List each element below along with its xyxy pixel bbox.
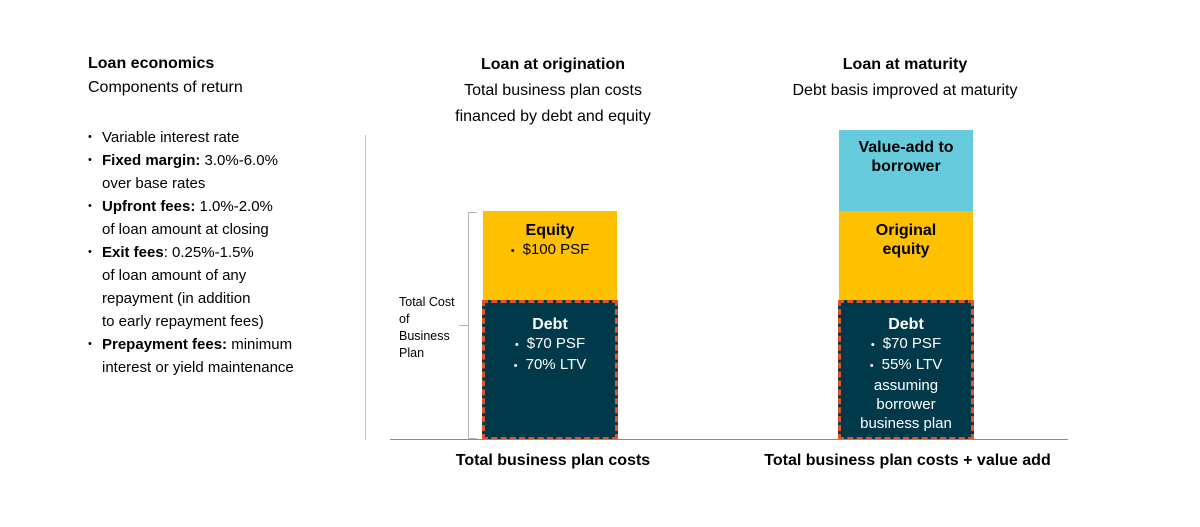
total-cost-bracket (468, 212, 477, 439)
components-of-return-list: Variable interest rateFixed margin: 3.0%… (88, 126, 358, 379)
origination-subtitle-1: Total business plan costs (464, 82, 642, 99)
return-component-continuation: interest or yield maintenance (102, 359, 294, 376)
return-component-continuation: of loan amount of any (102, 267, 247, 284)
return-component-continuation: to early repayment fees) (102, 313, 264, 330)
origination-equity-title: Equity (525, 222, 575, 239)
loan-economics-title: Loan economics (88, 55, 215, 72)
return-component-label: Fixed margin: (102, 152, 201, 169)
origination-debt-title: Debt (532, 316, 568, 333)
origination-debt-item: •$70 PSF (514, 335, 586, 352)
origination-equity-item: •$100 PSF (510, 241, 590, 258)
origination-axis-label: Total business plan costs (455, 452, 651, 469)
return-component-continuation: repayment (in addition (102, 290, 251, 307)
return-component-item: Upfront fees: 1.0%-2.0% of loan amount at… (88, 195, 358, 241)
origination-debt-items: •$70 PSF •70% LTV (485, 334, 615, 376)
maturity-debt-note-3: business plan (860, 415, 952, 432)
maturity-debt-note-2: borrower (876, 396, 936, 413)
origination-header: Loan at origination Total business plan … (428, 52, 678, 130)
return-component-text: : 0.25%-1.5% (163, 244, 254, 261)
original-equity-title-2: equity (882, 241, 930, 258)
maturity-heading: Loan at maturity (842, 56, 968, 73)
origination-equity-items: •$100 PSF (483, 240, 617, 261)
baseline (390, 439, 1068, 440)
value-add-title-2: borrower (871, 158, 941, 175)
maturity-debt-segment: Debt •$70 PSF •55% LTV assuming borrower… (838, 300, 974, 440)
original-equity-segment: Original equity (839, 211, 973, 302)
maturity-header: Loan at maturity Debt basis improved at … (755, 52, 1055, 104)
return-component-text: Variable interest rate (102, 129, 240, 146)
maturity-debt-items: •$70 PSF •55% LTV (841, 334, 971, 376)
value-add-segment: Value-add to borrower (839, 130, 973, 211)
return-component-item: Variable interest rate (88, 126, 358, 149)
origination-debt-segment: Debt •$70 PSF •70% LTV (482, 300, 618, 440)
return-component-text: 1.0%-2.0% (195, 198, 273, 215)
original-equity-title-1: Original (875, 222, 937, 239)
maturity-debt-note-1: assuming (873, 377, 939, 394)
origination-debt-item: •70% LTV (513, 356, 587, 373)
loan-economics-subtitle: Components of return (88, 79, 243, 96)
return-component-continuation: over base rates (102, 175, 206, 192)
return-component-text: minimum (227, 336, 293, 353)
return-component-item: Fixed margin: 3.0%-6.0% over base rates (88, 149, 358, 195)
origination-equity-segment: Equity •$100 PSF (483, 211, 617, 302)
return-component-item: Prepayment fees: minimum interest or yiel… (88, 333, 358, 379)
value-add-title-1: Value-add to (858, 139, 954, 156)
maturity-debt-title: Debt (888, 316, 924, 333)
vertical-divider (365, 135, 366, 440)
maturity-axis-label: Total business plan costs + value add (764, 452, 1051, 469)
origination-heading: Loan at origination (481, 56, 625, 73)
return-component-text: 3.0%-6.0% (200, 152, 278, 169)
return-component-label: Upfront fees: (102, 198, 196, 215)
total-cost-label: Total Cost of Business Plan (399, 295, 455, 360)
return-component-label: Exit fees (102, 244, 164, 261)
origination-subtitle-2: financed by debt and equity (455, 108, 651, 125)
bracket-tick (459, 325, 468, 326)
maturity-debt-item: •55% LTV (869, 356, 943, 373)
maturity-subtitle: Debt basis improved at maturity (792, 82, 1018, 99)
return-component-label: Prepayment fees: (102, 336, 228, 353)
return-component-continuation: of loan amount at closing (102, 221, 269, 238)
return-component-item: Exit fees: 0.25%-1.5% of loan amount of a… (88, 241, 358, 333)
maturity-debt-item: •$70 PSF (870, 335, 942, 352)
